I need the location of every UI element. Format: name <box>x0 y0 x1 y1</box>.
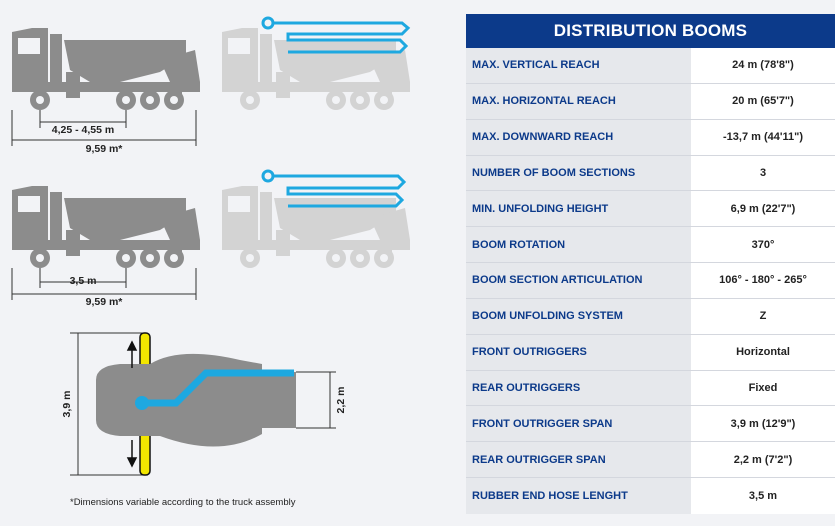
spec-value: 106° - 180° - 265° <box>691 263 835 298</box>
truck-1-dimensions <box>11 110 197 146</box>
truck-1-side-view <box>12 28 200 110</box>
spec-value: 3,9 m (12'9") <box>691 406 835 442</box>
spec-label: BOOM SECTION ARTICULATION <box>466 263 691 298</box>
truck-2-length-label: 9,59 m* <box>86 296 124 308</box>
spec-value: 3,5 m <box>691 478 835 514</box>
truck-1-boom-extended-view <box>222 16 411 110</box>
truck-diagram-svg: 4,25 - 4,55 m 9,59 m* <box>11 16 411 476</box>
spec-value: 2,2 m (7'2") <box>691 442 835 478</box>
spec-label: NUMBER OF BOOM SECTIONS <box>466 155 691 191</box>
truck-diagrams: 4,25 - 4,55 m 9,59 m* <box>11 16 411 508</box>
spec-label: MAX. VERTICAL REACH <box>466 48 691 83</box>
spec-value: 3 <box>691 155 835 191</box>
front-span-label: 3,9 m <box>61 391 73 418</box>
spec-label: REAR OUTRIGGERS <box>466 370 691 406</box>
spec-table-title: DISTRIBUTION BOOMS <box>466 14 835 48</box>
spec-label: BOOM ROTATION <box>466 227 691 263</box>
footnote: *Dimensions variable according to the tr… <box>70 497 296 508</box>
spec-value: Horizontal <box>691 334 835 370</box>
spec-label: RUBBER END HOSE LENGHT <box>466 478 691 514</box>
truck-2-side-view <box>12 186 200 268</box>
spec-row: MAX. DOWNWARD REACH-13,7 m (44'11") <box>466 119 835 156</box>
boom-outline <box>261 169 407 208</box>
spec-label: MIN. UNFOLDING HEIGHT <box>466 191 691 227</box>
spec-label: MAX. HORIZONTAL REACH <box>466 83 691 119</box>
spec-label: REAR OUTRIGGER SPAN <box>466 442 691 478</box>
truck-2-wheelbase-label: 3,5 m <box>70 275 97 287</box>
spec-label: MAX. DOWNWARD REACH <box>466 119 691 155</box>
truck-1-length-label: 9,59 m* <box>86 143 124 155</box>
spec-value: Z <box>691 298 835 334</box>
spec-value: 6,9 m (22'7") <box>691 191 835 227</box>
spec-label: BOOM UNFOLDING SYSTEM <box>466 298 691 334</box>
spec-value: 20 m (65'7") <box>691 83 835 119</box>
spec-label: FRONT OUTRIGGER SPAN <box>466 406 691 442</box>
spec-label: FRONT OUTRIGGERS <box>466 334 691 370</box>
top-view: 3,9 m 2,2 m <box>61 332 347 476</box>
boom-outline <box>261 16 411 54</box>
truck-2-boom-extended-view <box>222 169 410 268</box>
spec-value: 370° <box>691 227 835 263</box>
rear-span-label: 2,2 m <box>335 387 347 414</box>
spec-value: -13,7 m (44'11") <box>691 119 835 155</box>
spec-value: 24 m (78'8") <box>691 48 835 83</box>
truck-2-dimensions <box>11 268 197 300</box>
spec-value: Fixed <box>691 370 835 406</box>
truck-1-wheelbase-label: 4,25 - 4,55 m <box>52 124 114 136</box>
